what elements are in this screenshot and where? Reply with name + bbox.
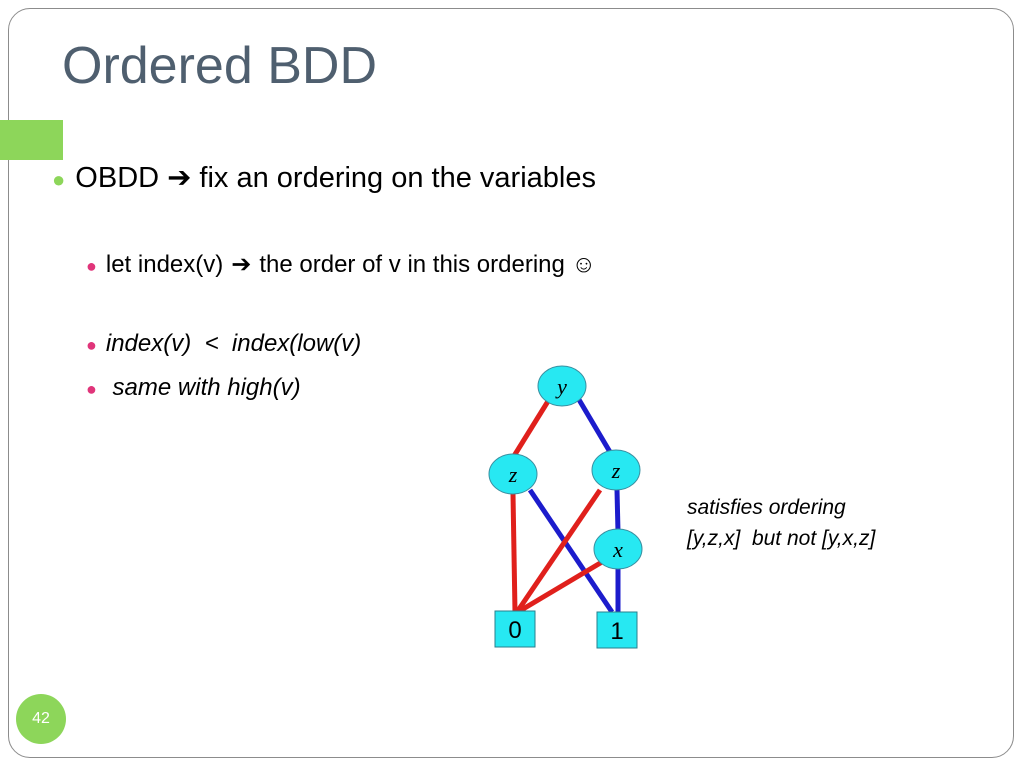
page-number-badge: 42 <box>16 694 66 744</box>
bullet-index-high: ● same with high(v) <box>86 374 301 402</box>
node-y: y <box>537 365 587 407</box>
leaf-zero: 0 <box>494 610 536 648</box>
bullet-dot-icon: ● <box>86 379 97 399</box>
edge-zr-low <box>514 488 603 614</box>
edge-zl-high <box>527 488 615 614</box>
node-y-label: y <box>555 374 567 399</box>
bullet-index-low: ● index(v) < index(low(v) <box>86 330 361 358</box>
edge-x-low <box>516 559 604 615</box>
bullet-index-low-text: index(v) < index(low(v) <box>105 330 362 357</box>
caption-line-2: [y,z,x] but not [y,x,z] <box>687 527 876 550</box>
right-arrow-icon: ➔ <box>167 162 192 194</box>
bullet-dot-icon: ● <box>52 167 66 192</box>
accent-bar <box>0 120 63 160</box>
node-z-left-label: z <box>508 462 518 487</box>
diagram-caption: satisfies ordering [y,z,x] but not [y,x,… <box>687 492 875 554</box>
leaf-zero-label: 0 <box>508 617 521 644</box>
edge-y-high <box>575 396 613 454</box>
edge-zl-low <box>510 493 518 613</box>
bullet-index-term: let index(v) <box>105 251 224 278</box>
bullet-index: ● let index(v) ➔ the order of v in this … <box>86 250 596 279</box>
edge-zr-high <box>614 489 621 533</box>
page-number: 42 <box>32 710 50 727</box>
leaf-one-label: 1 <box>610 618 623 645</box>
bullet-obdd: ● OBDD ➔ fix an ordering on the variable… <box>52 160 596 195</box>
right-arrow-icon: ➔ <box>231 251 252 278</box>
bullet-obdd-term: OBDD <box>75 162 160 194</box>
leaf-one: 1 <box>596 611 638 649</box>
bullet-dot-icon: ● <box>86 256 97 276</box>
node-x-label: x <box>612 537 623 562</box>
edge-y-low <box>511 396 553 458</box>
caption-line-1: satisfies ordering <box>687 496 846 519</box>
bullet-obdd-text: fix an ordering on the variables <box>199 162 596 194</box>
bullet-index-text: the order of v in this ordering ☺ <box>259 251 597 278</box>
node-z-right: z <box>591 449 641 491</box>
node-x: x <box>593 528 643 570</box>
bullet-index-high-text: same with high(v) <box>105 374 301 401</box>
node-z-left: z <box>488 453 538 495</box>
bullet-dot-icon: ● <box>86 335 97 355</box>
node-z-right-label: z <box>611 458 621 483</box>
slide-title: Ordered BDD <box>62 37 377 95</box>
